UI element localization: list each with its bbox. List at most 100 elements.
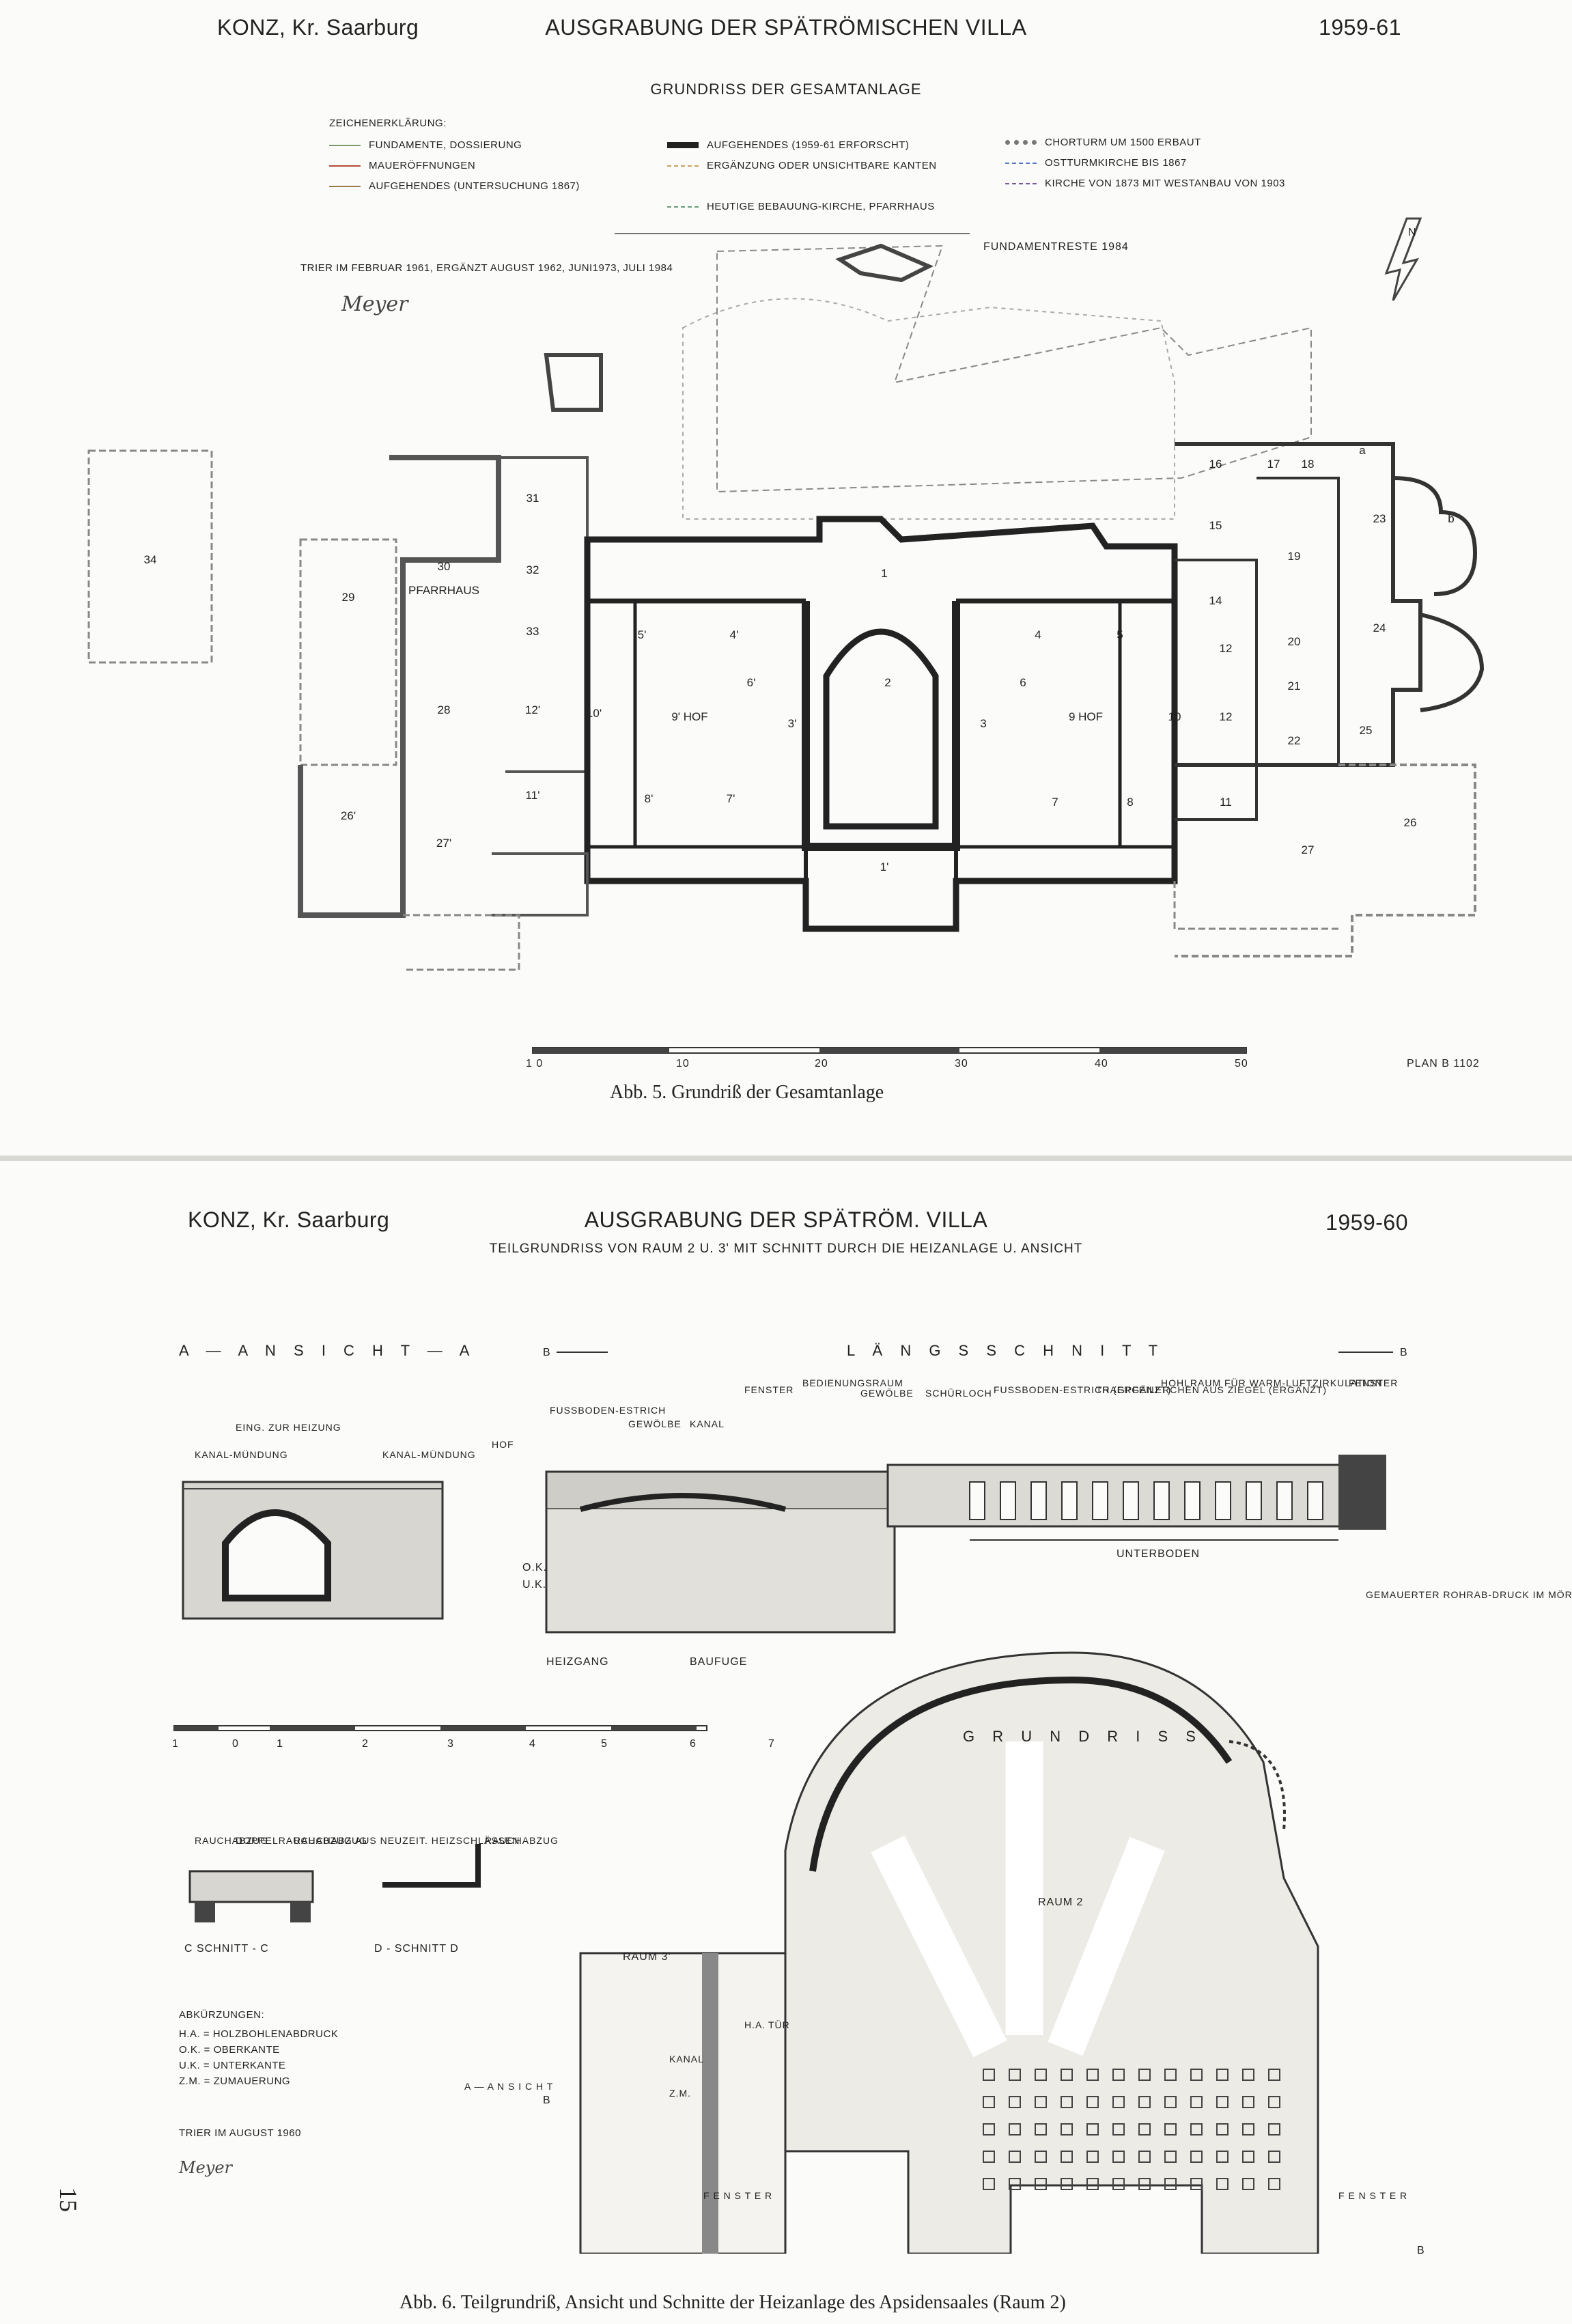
legend: ZEICHENERKLÄRUNG: FUNDAMENTE, DOSSIERUNG…: [329, 117, 1353, 227]
svg-text:F E N S T E R: F E N S T E R: [1338, 2190, 1407, 2201]
header-years: 1959-60: [1325, 1210, 1408, 1235]
figure-page-bottom: KONZ, Kr. Saarburg AUSGRABUNG DER SPÄTRÖ…: [0, 1161, 1572, 2324]
b-right: B: [1400, 1347, 1408, 1358]
svg-text:TRAGPFEILERCHEN AUS ZIEGEL (ER: TRAGPFEILERCHEN AUS ZIEGEL (ERGÄNZT): [1096, 1384, 1327, 1395]
hypocaust-pillar: [1153, 1481, 1170, 1520]
modern-church-outline: [682, 298, 1175, 520]
hypocaust-pillar-base: [1112, 2096, 1125, 2108]
hypocaust-pillar-base: [1061, 2178, 1073, 2190]
hypocaust-pillar-base: [1061, 2123, 1073, 2136]
hypocaust-pillar: [1215, 1481, 1231, 1520]
svg-text:F E N S T E R: F E N S T E R: [703, 2190, 772, 2201]
hypocaust-pillar-base: [1216, 2123, 1229, 2136]
room-34: 34: [144, 553, 157, 566]
hypocaust-pillar-base: [1112, 2178, 1125, 2190]
room-3: 3: [980, 717, 986, 730]
svg-text:B: B: [1417, 2245, 1425, 2254]
svg-text:KANAL-MÜNDUNG: KANAL-MÜNDUNG: [195, 1448, 288, 1460]
room-25: 25: [1360, 724, 1373, 737]
hypocaust-pillar-base: [1242, 2123, 1254, 2136]
legend-item: ERGÄNZUNG ODER UNSICHTBARE KANTEN: [667, 160, 937, 171]
hypocaust-pillar-base: [1086, 2151, 1099, 2163]
room-8-prime: 8': [645, 792, 654, 805]
room-30: 30: [438, 560, 451, 573]
plan-number: PLAN B 1102: [1407, 1058, 1480, 1069]
heating-drawing: A — A N S I C H T — A B L Ä N G S S C H …: [172, 1342, 1572, 2254]
svg-text:Z.M.: Z.M.: [669, 2088, 691, 2099]
hypocaust-pillar-base: [1164, 2096, 1177, 2108]
legend-item: AUFGEHENDES (1959-61 ERFORSCHT): [667, 139, 909, 151]
north-arrow: [1384, 217, 1422, 301]
abbrev-item: Z.M. = ZUMAUERUNG: [179, 2075, 291, 2087]
room-a: a: [1359, 444, 1366, 457]
church-outline: [716, 244, 1312, 493]
room-labels: 34 29 30 PFARRHAUS 31 32 33 28 12' 26' 2…: [144, 444, 1455, 873]
laengsschnitt-label: L Ä N G S S C H N I T T: [847, 1342, 1164, 1359]
date-note: TRIER IM AUGUST 1960: [179, 2127, 301, 2139]
room-21: 21: [1288, 680, 1301, 692]
svg-text:4: 4: [529, 1738, 536, 1750]
hypocaust-pillar-base: [1009, 2069, 1021, 2081]
hypocaust-pillar-base: [1009, 2123, 1021, 2136]
hypocaust-pillar-base: [1242, 2151, 1254, 2163]
room-11: 11: [1220, 796, 1232, 809]
room-28: 28: [438, 703, 451, 716]
hypocaust-pillar-base: [1216, 2069, 1229, 2081]
svg-text:DOPPELRAUCHABZUG AUS NEUZEIT.: DOPPELRAUCHABZUG AUS NEUZEIT. HEIZSCHLÄS…: [236, 1835, 520, 1846]
hypocaust-pillar-base: [1242, 2178, 1254, 2190]
hypocaust-pillar-base: [1112, 2151, 1125, 2163]
hypocaust-pillar-base: [1242, 2096, 1254, 2108]
room-9-hof: 9 HOF: [1069, 710, 1103, 723]
hypocaust-pillar-base: [1190, 2151, 1203, 2163]
svg-text:UNTERBODEN: UNTERBODEN: [1117, 1548, 1200, 1560]
room-10: 10: [1168, 710, 1181, 723]
hypocaust-pillar-base: [983, 2178, 995, 2190]
svg-text:C SCHNITT - C: C SCHNITT - C: [184, 1943, 269, 1955]
svg-text:BEDIENUNGSRAUM: BEDIENUNGSRAUM: [802, 1377, 903, 1388]
room-32: 32: [527, 563, 539, 576]
hypocaust-pillar-base: [1086, 2178, 1099, 2190]
hypocaust-pillar-base: [1138, 2151, 1151, 2163]
room-17: 17: [1267, 458, 1280, 471]
hypocaust-pillar-base: [1242, 2069, 1254, 2081]
figure-page-top: KONZ, Kr. Saarburg AUSGRABUNG DER SPÄTRÖ…: [0, 0, 1572, 1154]
room-14: 14: [1209, 594, 1222, 607]
hypocaust-pillar: [1184, 1481, 1201, 1520]
plan-subtitle: TEILGRUNDRISS VON RAUM 2 U. 3' MIT SCHNI…: [489, 1242, 1083, 1256]
hypocaust-pillar-base: [1035, 2178, 1047, 2190]
hypocaust-pillar-base: [1009, 2151, 1021, 2163]
walls-excavated: [87, 442, 1485, 971]
date-note: TRIER IM FEBRUAR 1961, ERGÄNZT AUGUST 19…: [300, 262, 673, 274]
room-2: 2: [884, 676, 890, 689]
svg-text:30: 30: [955, 1058, 968, 1069]
hypocaust-pillar-base: [1216, 2096, 1229, 2108]
hypocaust-pillar-base: [1190, 2123, 1203, 2136]
page-number: 15: [55, 2187, 82, 2212]
svg-text:40: 40: [1095, 1058, 1108, 1069]
svg-text:HEIZGANG: HEIZGANG: [546, 1656, 609, 1668]
legend-item: KIRCHE VON 1873 MIT WESTANBAU VON 1903: [1005, 178, 1285, 189]
header-title: AUSGRABUNG DER SPÄTRÖM. VILLA: [584, 1207, 988, 1232]
ansicht-label: A — A N S I C H T — A: [179, 1342, 476, 1359]
room-9-prime-hof: 9' HOF: [671, 710, 707, 723]
figure-caption-5: Abb. 5. Grundriß der Gesamtanlage: [610, 1082, 884, 1103]
svg-text:GEWÖLBE: GEWÖLBE: [628, 1418, 682, 1429]
hypocaust-pillar-base: [1268, 2178, 1280, 2190]
svg-text:RAUCHABZUG: RAUCHABZUG: [195, 1835, 268, 1846]
svg-text:20: 20: [815, 1058, 828, 1069]
room-5: 5: [1117, 628, 1123, 641]
hypocaust-pillar-base: [1086, 2123, 1099, 2136]
room-15: 15: [1209, 519, 1222, 532]
signature: Meyer: [341, 292, 408, 316]
legend-title: ZEICHENERKLÄRUNG:: [329, 117, 447, 129]
hypocaust-pillar-base: [983, 2123, 995, 2136]
hypocaust-pillar-base: [1035, 2069, 1047, 2081]
hypocaust-pillar: [969, 1481, 985, 1520]
svg-text:RAUM 2: RAUM 2: [1038, 1896, 1083, 1908]
svg-text:10: 10: [676, 1058, 690, 1069]
hypocaust-pillar-base: [1035, 2096, 1047, 2108]
svg-text:RAUM 3': RAUM 3': [623, 1951, 671, 1963]
hypocaust-pillar: [1030, 1481, 1047, 1520]
room-12-prime: 12': [525, 703, 540, 716]
hypocaust-pillar-base: [1268, 2069, 1280, 2081]
